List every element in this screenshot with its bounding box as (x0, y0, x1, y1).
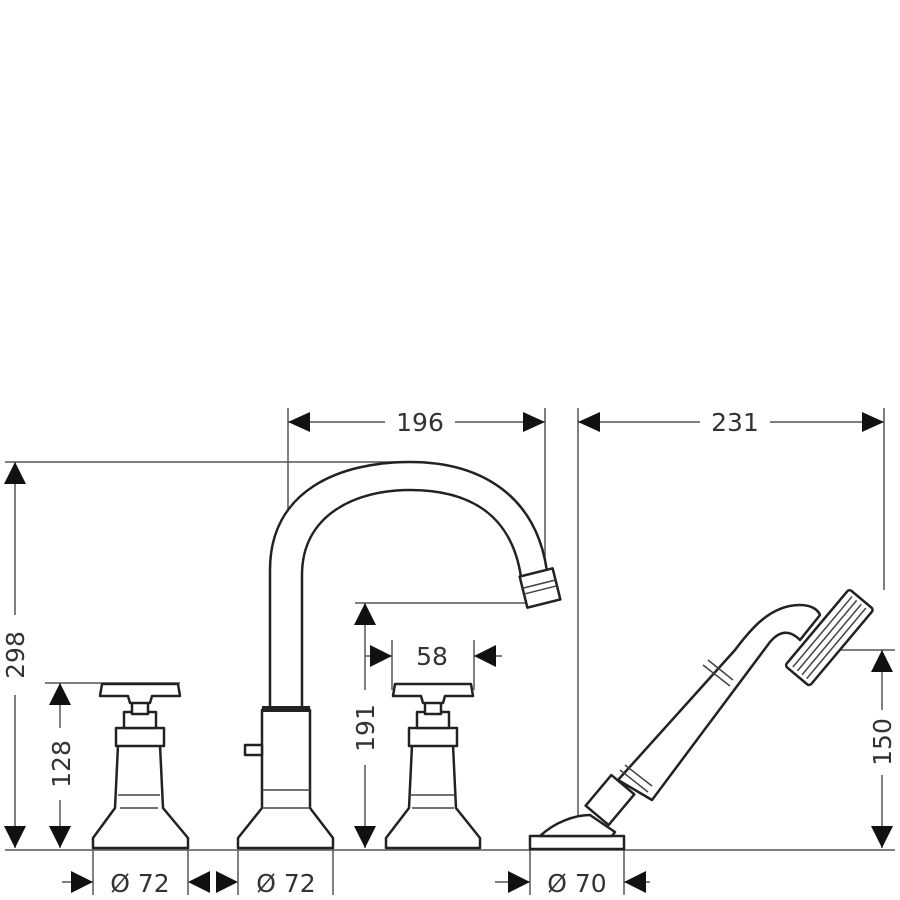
extension-lines (5, 408, 895, 895)
dimension-label-196: 196 (396, 408, 444, 437)
dimension-label-191: 191 (351, 704, 380, 752)
dimension-label-150: 150 (868, 718, 897, 766)
dimension-label-diameter-hand-shower: Ø 70 (547, 869, 606, 898)
right-cross-handle-valve (384, 682, 482, 850)
dimension-label-diameter-valve: Ø 72 (110, 869, 169, 898)
dimension-196 (288, 412, 545, 432)
dimension-label-231: 231 (711, 408, 759, 437)
dimension-label-128: 128 (47, 740, 76, 788)
spout (236, 460, 562, 850)
dimension-label-58: 58 (416, 642, 448, 671)
dimension-191 (354, 603, 376, 848)
dimension-label-diameter-spout: Ø 72 (256, 869, 315, 898)
dimension-298 (4, 462, 26, 848)
dimension-58 (365, 645, 502, 667)
dimension-diameters (62, 871, 650, 893)
dimension-label-298: 298 (1, 631, 30, 679)
left-cross-handle-valve (91, 682, 190, 850)
dimension-150 (871, 650, 893, 848)
dimension-231 (578, 412, 884, 432)
hand-shower (528, 588, 874, 851)
dimension-128 (49, 683, 71, 848)
